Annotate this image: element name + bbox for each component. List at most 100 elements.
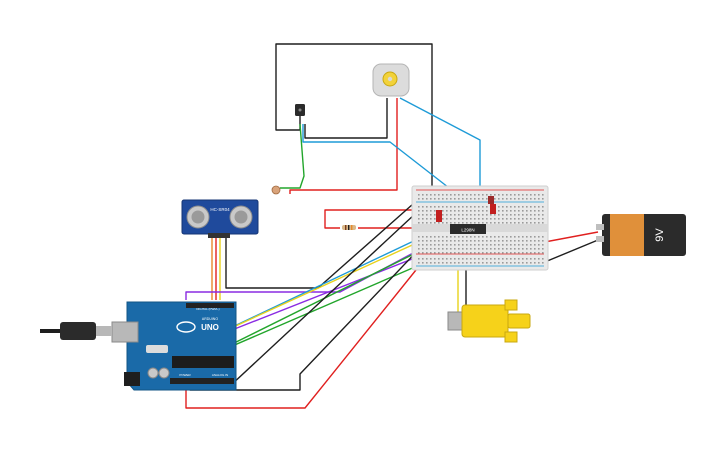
breadboard-hole xyxy=(518,194,520,196)
breadboard-hole xyxy=(434,198,436,200)
breadboard-hole xyxy=(454,210,456,212)
breadboard-hole xyxy=(482,248,484,250)
breadboard-hole xyxy=(470,218,472,220)
breadboard-hole xyxy=(542,194,544,196)
breadboard-hole xyxy=(490,194,492,196)
wire-red-resistor[interactable] xyxy=(324,199,426,229)
wire-green-sensor[interactable] xyxy=(280,123,305,189)
breadboard-hole xyxy=(514,222,516,224)
breadboard-hole xyxy=(498,222,500,224)
breadboard-hole xyxy=(542,198,544,200)
breadboard-hole xyxy=(506,194,508,196)
breadboard-hole xyxy=(434,262,436,264)
breadboard-hole xyxy=(482,252,484,254)
breadboard-hole xyxy=(418,258,420,260)
breadboard-hole xyxy=(498,198,500,200)
breadboard-hole xyxy=(418,244,420,246)
battery-9v[interactable]: 9V xyxy=(596,214,686,256)
breadboard-hole xyxy=(522,252,524,254)
breadboard-hole xyxy=(510,218,512,220)
motor-driver-ic[interactable]: L298N xyxy=(450,224,486,234)
wire-green-arduino-1[interactable] xyxy=(209,235,451,356)
breadboard-hole xyxy=(542,222,544,224)
usb-port[interactable] xyxy=(111,321,139,343)
capacitor-left[interactable] xyxy=(436,210,442,222)
dc-gear-motor[interactable] xyxy=(447,299,531,343)
wire-black-motor[interactable] xyxy=(304,98,388,139)
breadboard-hole xyxy=(542,244,544,246)
breadboard-hole xyxy=(470,236,472,238)
power-jack[interactable] xyxy=(124,372,140,386)
breadboard-hole xyxy=(446,214,448,216)
breadboard-hole xyxy=(442,262,444,264)
wire-black-top-loop[interactable] xyxy=(275,43,433,195)
breadboard-hole xyxy=(450,198,452,200)
breadboard-hole xyxy=(534,198,536,200)
breadboard-hole xyxy=(494,236,496,238)
breadboard-hole xyxy=(422,258,424,260)
breadboard-hole xyxy=(506,258,508,260)
hobby-motor[interactable] xyxy=(372,63,410,97)
breadboard-hole xyxy=(422,240,424,242)
breadboard-hole xyxy=(530,194,532,196)
breadboard-hole xyxy=(486,194,488,196)
breadboard-hole xyxy=(418,240,420,242)
breadboard-hole xyxy=(422,248,424,250)
breadboard-hole xyxy=(486,210,488,212)
wire-yellow-arduino[interactable] xyxy=(204,229,446,341)
atmega-chip xyxy=(172,356,234,368)
breadboard-hole xyxy=(458,194,460,196)
breadboard-hole xyxy=(514,236,516,238)
breadboard-hole xyxy=(478,248,480,250)
breadboard-hole xyxy=(506,206,508,208)
capacitor-right[interactable] xyxy=(488,196,496,214)
breadboard-hole xyxy=(446,206,448,208)
wire-black-battery[interactable] xyxy=(539,239,599,265)
breadboard-hole xyxy=(454,214,456,216)
breadboard-hole xyxy=(482,222,484,224)
breadboard-hole xyxy=(426,194,428,196)
breadboard-hole xyxy=(470,252,472,254)
breadboard-hole xyxy=(518,258,520,260)
breadboard-hole xyxy=(510,252,512,254)
breadboard-hole xyxy=(466,210,468,212)
wire-red-motor[interactable] xyxy=(289,98,398,194)
wire-blue-sensor[interactable] xyxy=(302,124,463,199)
breadboard-hole xyxy=(426,218,428,220)
breadboard-hole xyxy=(490,252,492,254)
breadboard-hole xyxy=(454,258,456,260)
breadboard-hole xyxy=(442,206,444,208)
breadboard-hole xyxy=(454,244,456,246)
breadboard-hole xyxy=(542,214,544,216)
power-analog-header[interactable] xyxy=(170,378,234,384)
wire-purple-2[interactable] xyxy=(231,247,441,331)
breadboard-hole xyxy=(530,248,532,250)
breadboard-hole xyxy=(474,248,476,250)
breadboard-hole xyxy=(462,248,464,250)
breadboard-hole xyxy=(466,218,468,220)
breadboard-hole xyxy=(418,262,420,264)
photoresistor[interactable] xyxy=(271,185,281,195)
resistor[interactable] xyxy=(342,225,356,230)
breadboard-hole xyxy=(450,218,452,220)
breadboard-hole xyxy=(494,194,496,196)
breadboard-hole xyxy=(470,214,472,216)
breadboard-hole xyxy=(482,262,484,264)
wire-blue-arduino[interactable] xyxy=(225,237,421,331)
breadboard-holes xyxy=(418,194,544,264)
breadboard-hole xyxy=(450,244,452,246)
breadboard-hole xyxy=(514,206,516,208)
breadboard-hole xyxy=(426,236,428,238)
breadboard-hole xyxy=(454,248,456,250)
arduino-uno[interactable]: UNO ARDUINO DIGITAL (PWM~) POWER ANALOG … xyxy=(111,301,237,391)
wire-black-us[interactable] xyxy=(225,195,423,289)
arduino-brand-text: ARDUINO xyxy=(202,317,218,321)
ultrasonic-sensor[interactable]: HC-SR04 xyxy=(181,199,259,238)
breadboard-hole xyxy=(506,218,508,220)
ir-sensor[interactable] xyxy=(295,104,305,116)
breadboard-hole xyxy=(438,262,440,264)
digital-header[interactable] xyxy=(186,303,234,308)
usb-cable[interactable] xyxy=(40,322,112,340)
arduino-digital-label: DIGITAL (PWM~) xyxy=(196,307,219,311)
breadboard-hole xyxy=(462,258,464,260)
